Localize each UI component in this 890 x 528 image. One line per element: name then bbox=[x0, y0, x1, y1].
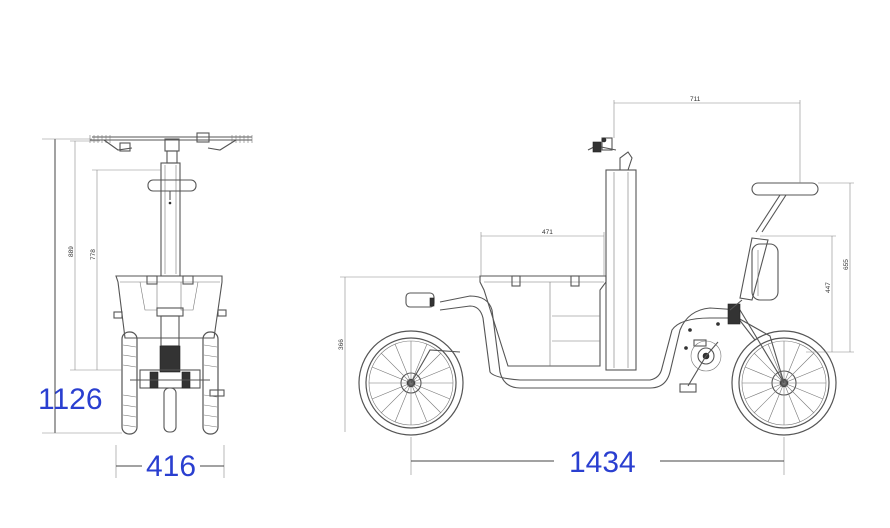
side-dimension-366 bbox=[340, 276, 481, 432]
front-handlebar bbox=[89, 132, 253, 164]
side-dimension-655 bbox=[818, 182, 854, 353]
side-battery bbox=[729, 237, 779, 311]
front-basket bbox=[115, 275, 223, 339]
front-width-dimension bbox=[115, 445, 225, 478]
label-416: 416 bbox=[146, 450, 196, 483]
label-1434: 1434 bbox=[569, 446, 636, 479]
front-crossbar bbox=[156, 307, 184, 317]
label-778: 778 bbox=[90, 249, 97, 260]
label-366: 366 bbox=[338, 339, 345, 350]
side-dimension-471 bbox=[480, 232, 605, 276]
front-seat bbox=[147, 179, 197, 192]
side-dimension-1434 bbox=[410, 437, 785, 475]
side-crank bbox=[679, 339, 722, 393]
front-height-dimensions bbox=[42, 138, 161, 434]
front-right-tire bbox=[202, 331, 219, 435]
front-left-tire bbox=[121, 331, 138, 435]
side-rear-wheel bbox=[731, 330, 837, 436]
side-seat bbox=[751, 182, 819, 233]
label-471: 471 bbox=[542, 229, 553, 236]
side-steering-column bbox=[587, 137, 637, 371]
front-rear-wheel bbox=[163, 387, 177, 433]
side-dimension-711 bbox=[613, 100, 801, 183]
label-655: 655 bbox=[843, 259, 850, 270]
label-889: 889 bbox=[68, 246, 75, 257]
label-447: 447 bbox=[825, 282, 832, 293]
front-view: 889 778 1126 416 bbox=[38, 132, 253, 483]
label-1126: 1126 bbox=[38, 383, 103, 416]
label-711: 711 bbox=[690, 96, 701, 103]
side-dimension-447 bbox=[760, 235, 836, 353]
side-view: 711 471 366 447 655 bbox=[338, 96, 854, 479]
side-cargo-basket bbox=[479, 275, 607, 367]
